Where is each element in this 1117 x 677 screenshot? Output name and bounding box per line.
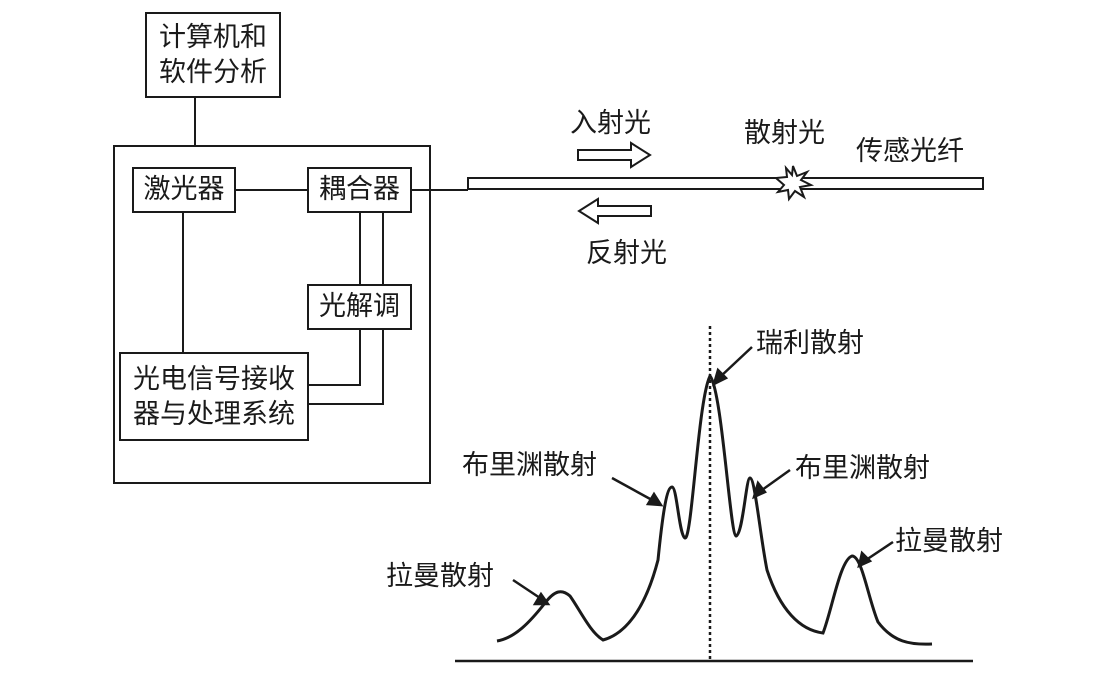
computer-label-line1: 计算机和 (159, 22, 267, 53)
laser-label: 激光器 (143, 174, 225, 205)
computer-label-line2: 软件分析 (159, 57, 267, 88)
scattered-light-label: 散射光 (744, 118, 825, 149)
raman-left-label: 拉曼散射 (386, 561, 494, 592)
raman-right-label: 拉曼散射 (895, 526, 1003, 557)
receiver-box (119, 352, 309, 441)
incident-light-label: 入射光 (570, 108, 651, 139)
sensing-fiber-label: 传感光纤 (856, 136, 964, 167)
scatter-burst-icon (773, 164, 815, 202)
reflected-arrow (577, 197, 652, 225)
receiver-label-line2: 器与处理系统 (133, 399, 295, 430)
system-frame (113, 145, 431, 484)
receiver-label-line1: 光电信号接收 (133, 364, 295, 395)
computer-box (145, 12, 281, 98)
reflected-light-label: 反射光 (586, 238, 667, 269)
coupler-label: 耦合器 (319, 174, 400, 205)
spectrum-curve (496, 373, 933, 646)
computer-label: 计算机和 软件分析 (146, 20, 280, 90)
brillouin-left-label: 布里渊散射 (462, 450, 597, 481)
incident-arrow (577, 141, 652, 169)
brillouin-right-label: 布里渊散射 (795, 453, 930, 484)
sensing-fiber (467, 177, 984, 190)
rayleigh-label: 瑞利散射 (756, 328, 864, 359)
connections (182, 97, 468, 405)
pointer-arrows (512, 346, 894, 606)
demod-label: 光解调 (319, 291, 400, 322)
receiver-label: 光电信号接收 器与处理系统 (120, 362, 308, 432)
